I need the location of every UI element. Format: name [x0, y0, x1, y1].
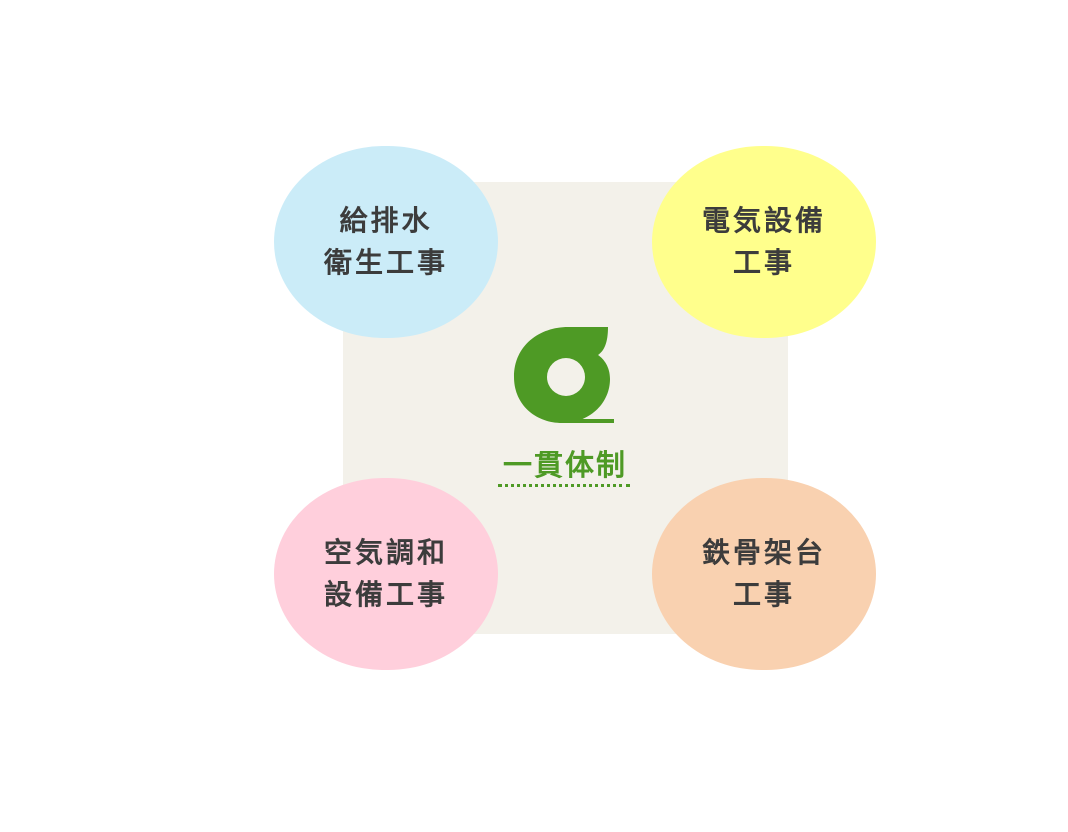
center-label: 一貫体制: [502, 448, 627, 482]
node-label-line: 衛生工事: [323, 246, 448, 279]
node-electrical: 電気設備 工事: [652, 146, 876, 338]
node-steel-frame: 鉄骨架台 工事: [652, 478, 876, 670]
node-label-line: 鉄骨架台: [701, 536, 826, 569]
node-label-line: 空気調和: [323, 536, 448, 569]
node-hvac: 空気調和 設備工事: [274, 478, 498, 670]
node-label-line: 設備工事: [323, 578, 448, 611]
node-label-line: 工事: [732, 578, 795, 611]
node-label-line: 電気設備: [701, 204, 826, 237]
green-ring-logo-icon: [514, 327, 614, 423]
node-label-line: 給排水: [339, 204, 433, 237]
node-label-line: 工事: [732, 246, 795, 279]
center-label-dotted-underline: [498, 484, 630, 487]
node-plumbing-sanitary: 給排水 衛生工事: [274, 146, 498, 338]
